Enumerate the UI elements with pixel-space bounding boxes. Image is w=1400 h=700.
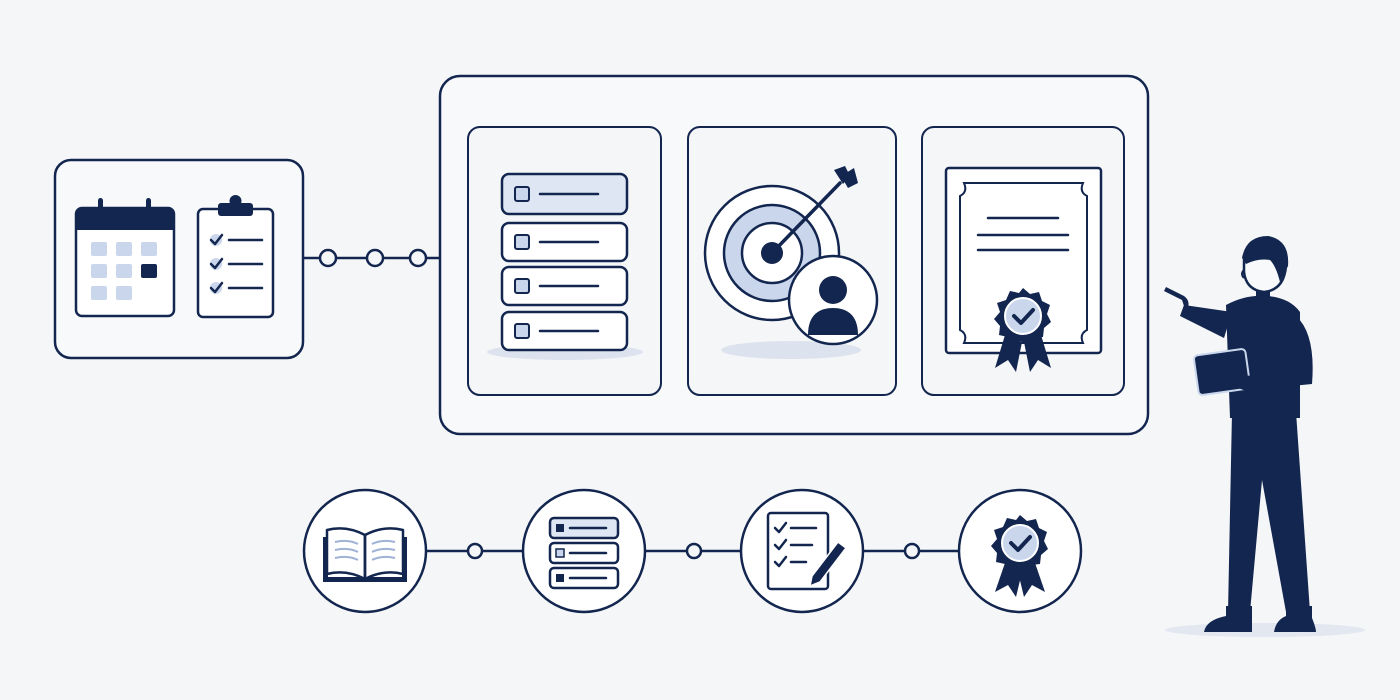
open-book-icon	[323, 527, 407, 582]
presenter-figure	[1164, 236, 1365, 637]
step-modules	[521, 488, 647, 614]
step-assessment	[739, 488, 865, 614]
module-list-card	[467, 126, 662, 396]
target-goal-card	[687, 126, 897, 396]
card-panel-connector	[303, 248, 440, 268]
checklist-pencil-icon	[766, 511, 847, 591]
program-panel	[438, 74, 1150, 436]
module-list-icon	[500, 172, 629, 352]
module-list-icon	[548, 516, 620, 590]
certificate-icon	[944, 166, 1103, 372]
step-certification	[957, 488, 1083, 614]
clipboard-checklist-icon	[196, 195, 275, 319]
step-read	[302, 488, 428, 614]
schedule-card	[53, 158, 305, 360]
learning-path	[302, 488, 1083, 614]
person-avatar-icon	[787, 254, 879, 346]
certificate-card	[921, 126, 1125, 396]
calendar-icon	[74, 198, 176, 318]
award-badge-icon	[989, 513, 1050, 597]
